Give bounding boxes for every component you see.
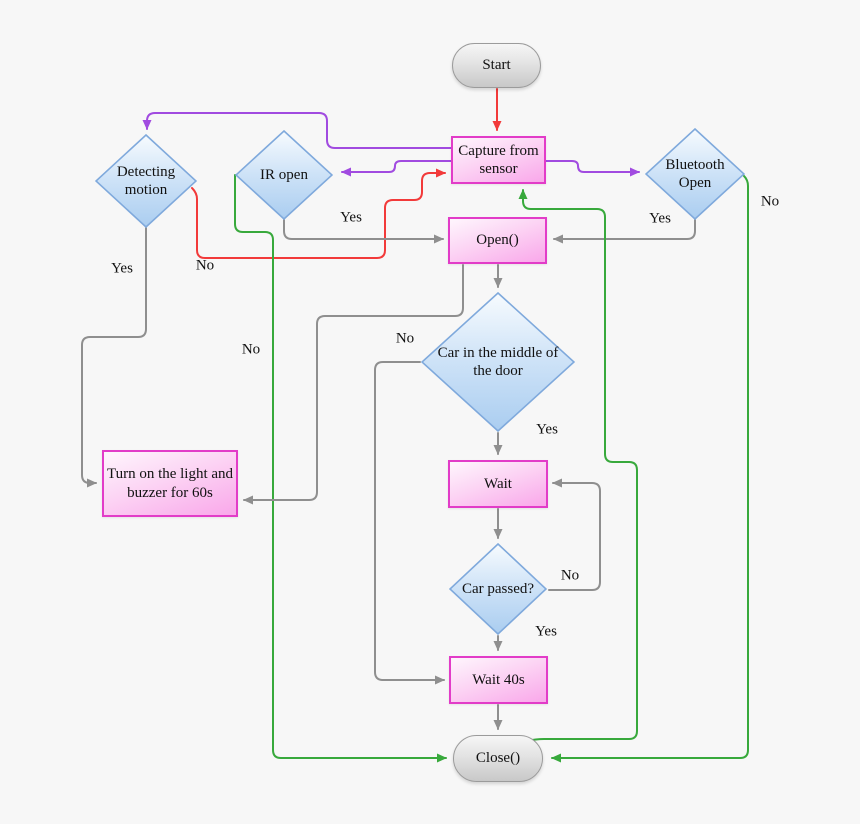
node-wait: Wait [448, 460, 548, 508]
edge-capture-to-bluetooth [545, 160, 640, 177]
node-car-middle-label: Car in the middle of the door [437, 344, 559, 379]
edge-label-detecting-no: No [195, 257, 215, 274]
node-bluetooth-label: Bluetooth Open [665, 156, 725, 191]
node-wait40-label: Wait 40s [472, 671, 525, 688]
node-capture-label: Capture from sensor [458, 142, 539, 177]
diamond-shape [235, 130, 333, 220]
edge-label-detecting-yes: Yes [111, 260, 133, 277]
edge-car-middle-no-to-wait40 [374, 361, 445, 685]
node-close-label: Close() [475, 750, 521, 767]
node-close: Close() [453, 735, 543, 782]
edge-label-car-passed-no: No [560, 567, 580, 584]
edge-label-car-passed-yes: Yes [535, 623, 557, 640]
node-car-in-middle: Car in the middle of the door [421, 292, 575, 432]
edge-close-to-capture [518, 189, 638, 742]
node-ir-open: IR open [235, 130, 333, 220]
node-ir-label: IR open [260, 166, 308, 183]
node-wait-40s: Wait 40s [449, 656, 548, 704]
node-detecting-motion: Detecting motion [95, 134, 197, 228]
edge-detecting-yes-to-light [81, 227, 147, 488]
edge-capture-to-detecting-motion [142, 112, 452, 149]
node-light-label: Turn on the light and buzzer for 60s [106, 466, 234, 501]
node-start-label: Start [482, 57, 511, 74]
node-start: Start [452, 43, 541, 88]
node-open: Open() [448, 217, 547, 264]
edge-label-car-middle-yes: Yes [536, 421, 558, 438]
node-capture-from-sensor: Capture from sensor [451, 136, 546, 184]
edge-ir-no-to-close [234, 174, 447, 763]
edge-capture-to-ir-open [341, 160, 452, 177]
edge-open-to-light [243, 264, 464, 505]
node-car-passed: Car passed? [449, 543, 547, 635]
edge-label-ir-yes: Yes [340, 209, 362, 226]
edge-detecting-no-to-capture [191, 168, 446, 259]
edge-label-ir-no: No [241, 341, 261, 358]
diamond-shape [421, 292, 575, 432]
edge-label-car-middle-no: No [395, 330, 415, 347]
edge-ir-yes-to-open [283, 219, 444, 244]
node-turn-on-light: Turn on the light and buzzer for 60s [102, 450, 238, 517]
diamond-shape [95, 134, 197, 228]
edge-car-passed-no-to-wait [548, 478, 601, 591]
node-car-passed-label: Car passed? [461, 580, 535, 597]
edge-label-bluetooth-yes: Yes [649, 210, 671, 227]
node-bluetooth-open: Bluetooth Open [645, 128, 745, 220]
diamond-shape [645, 128, 745, 220]
node-detecting-label: Detecting motion [116, 163, 176, 198]
edge-bluetooth-no-to-close [551, 175, 749, 763]
diamond-shape [449, 543, 547, 635]
edge-label-bluetooth-no: No [760, 193, 780, 210]
node-wait-label: Wait [484, 475, 512, 492]
node-open-label: Open() [476, 232, 519, 249]
edge-bluetooth-yes-to-open [553, 219, 696, 244]
